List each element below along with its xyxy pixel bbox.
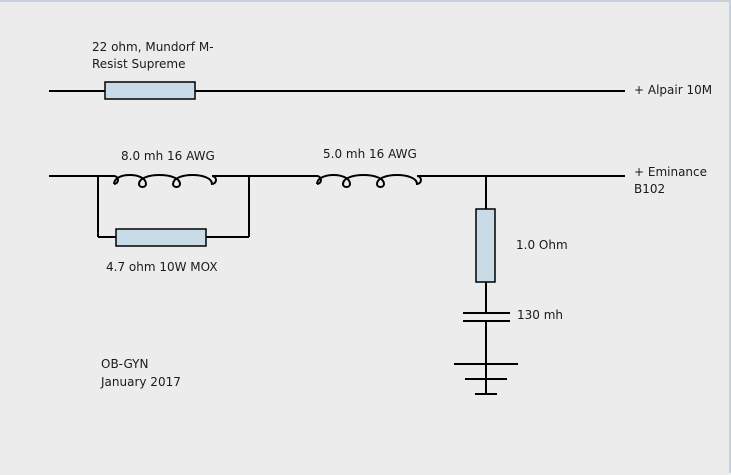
credits-line2: January 2017 [101,375,181,389]
l2-label: 5.0 mh 16 AWG [323,147,417,161]
r-tweeter-label-line1: 22 ohm, Mundorf M- [92,40,214,54]
c-shunt-label: 130 mh [517,308,564,322]
credits-line1: OB-GYN [101,357,149,371]
tweeter-output-label: + Alpair 10M [634,83,713,97]
inductor-l1 [113,174,217,188]
inductor-l2 [316,174,422,188]
r-parallel-label: 4.7 ohm 10W MOX [106,260,218,274]
r-shunt-label: 1.0 Ohm [516,238,568,252]
resistor-4-7-ohm [115,228,207,247]
resistor-1-0-ohm [475,208,496,283]
resistor-22-ohm [104,81,196,100]
r-tweeter-label-line2: Resist Supreme [92,57,186,71]
woofer-output-label-line2: B102 [634,182,666,196]
l1-label: 8.0 mh 16 AWG [121,149,215,163]
woofer-output-label-line1: + Eminance [634,165,708,179]
